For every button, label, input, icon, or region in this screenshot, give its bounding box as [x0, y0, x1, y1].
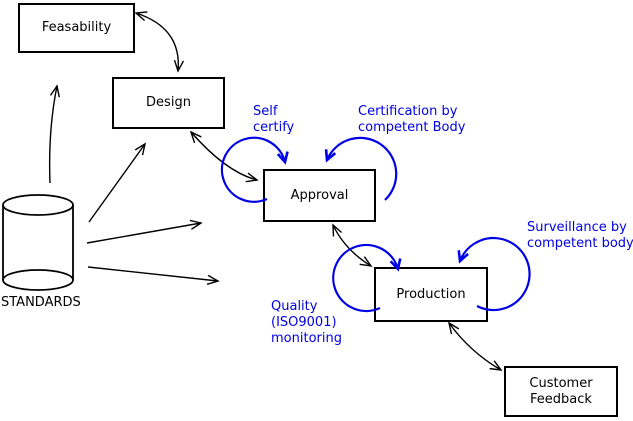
- annotation-self-certify-line1: Self: [253, 104, 278, 119]
- annotation-self-certify-line2: certify: [253, 120, 295, 135]
- node-approval: Approval: [263, 169, 376, 222]
- annotation-surveillance-line2: competent body: [527, 236, 633, 251]
- arrow-approval-production: [333, 225, 371, 266]
- arrow-standards-design: [88, 144, 145, 223]
- annotation-quality-line3: monitoring: [271, 331, 342, 346]
- arrow-standards-approval: [86, 223, 201, 244]
- arrow-design-approval: [191, 132, 257, 180]
- node-feasability: Feasability: [18, 3, 135, 53]
- node-customer-feedback: Customer Feedback: [504, 366, 618, 417]
- node-production: Production: [374, 267, 488, 322]
- arrow-standards-feasability: [48, 86, 57, 184]
- annotation-quality-line1: Quality: [271, 299, 318, 314]
- node-production-label: Production: [396, 286, 466, 302]
- annotation-certification-line1: Certification by: [358, 104, 458, 119]
- node-approval-label: Approval: [290, 187, 349, 203]
- annotation-quality-line2: (ISO9001): [271, 315, 337, 330]
- annotation-self-certify: Self certify: [253, 104, 294, 136]
- standards-cylinder: [2, 194, 74, 291]
- node-feasability-label: Feasability: [41, 20, 112, 35]
- cylinder-bottom-ellipse: [2, 269, 74, 291]
- annotation-quality: Quality (ISO9001) monitoring: [271, 299, 342, 347]
- annotation-surveillance-line1: Surveillance by: [527, 220, 627, 235]
- arrow-production-customer-feedback: [449, 323, 501, 370]
- annotation-certification-line2: competent Body: [358, 120, 466, 135]
- cylinder-top-ellipse: [2, 194, 74, 216]
- annotation-certification: Certification by competent Body: [358, 104, 465, 136]
- arrow-standards-production: [87, 266, 218, 281]
- arrow-feasability-design: [136, 13, 178, 71]
- node-design-label: Design: [146, 95, 191, 110]
- annotation-surveillance: Surveillance by competent body: [527, 220, 633, 252]
- node-customer-feedback-label-line2: Feedback: [530, 391, 592, 407]
- standards-label: STANDARDS: [1, 295, 81, 310]
- node-customer-feedback-label-line1: Customer: [529, 375, 593, 391]
- node-design: Design: [112, 77, 225, 129]
